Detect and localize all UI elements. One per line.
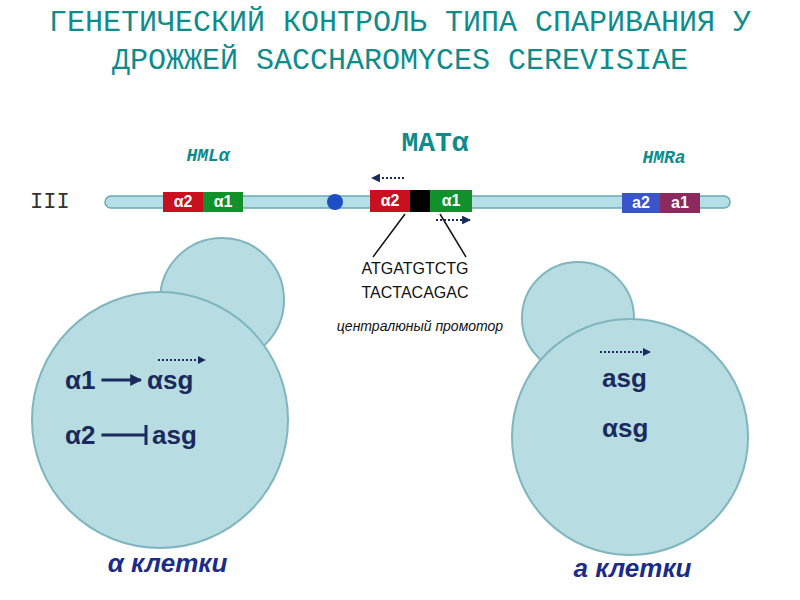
- connector-line: [101, 434, 146, 437]
- cell-body: [512, 319, 748, 555]
- gene-text: αsg: [600, 413, 650, 443]
- chromosome-number: III: [30, 190, 90, 215]
- gene-name: asg: [152, 420, 197, 450]
- gene-box: α1: [430, 190, 472, 212]
- gene-text: α2: [63, 420, 97, 450]
- locus-name: HMRa: [624, 148, 704, 168]
- gene-name: α2: [65, 420, 95, 450]
- cell-body: [32, 292, 288, 548]
- dna-sequence: ATGATGTCTG: [345, 260, 485, 278]
- dna-sequence: TACTACAGAC: [345, 284, 485, 302]
- transcription-arrow: [436, 219, 470, 221]
- gene-name: α1: [65, 365, 95, 395]
- yeast-cell: a клетки asg αsg: [505, 235, 760, 580]
- gene-box: a1: [660, 193, 700, 213]
- gene-text: αsg: [145, 365, 195, 395]
- connector-line: [101, 379, 141, 382]
- gene-box: α2: [163, 192, 203, 212]
- gene-label: α2: [174, 193, 193, 211]
- locus-name: MATα: [380, 128, 490, 159]
- gene-text: asg: [600, 363, 649, 393]
- diagram-title: ГЕНЕТИЧЕСКИЙ КОНТРОЛЬ ТИПА СПАРИВАНИЯ У …: [30, 4, 770, 80]
- locus-name: HMLα: [168, 146, 248, 166]
- gene-name: asg: [602, 363, 647, 393]
- gene-label: α2: [381, 192, 400, 210]
- connector: [101, 380, 141, 381]
- gene-text: asg: [150, 420, 199, 450]
- gene-box: α2: [370, 190, 410, 212]
- gene-name: αsg: [602, 413, 648, 443]
- transcription-arrow: [372, 177, 404, 179]
- yeast-cell: α клетки α1 αsg α2 asg: [25, 230, 310, 580]
- leader-line: [373, 214, 405, 257]
- centromere: [327, 194, 343, 210]
- gene-text: α1: [63, 365, 97, 395]
- gene-label: α1: [442, 192, 461, 210]
- gene-box: a2: [622, 193, 660, 213]
- gene-name: αsg: [147, 365, 193, 395]
- cell-outline: [505, 235, 760, 580]
- cell-heading: α клетки: [25, 548, 310, 578]
- gene-label: a1: [671, 194, 689, 212]
- cell-outline: [25, 230, 310, 580]
- central-promoter-block: [410, 190, 430, 212]
- cell-heading: a клетки: [505, 553, 760, 583]
- gene-box: α1: [203, 192, 243, 212]
- gene-label: a2: [632, 194, 650, 212]
- repression-bar: [145, 425, 148, 445]
- gene-label: α1: [214, 193, 233, 211]
- promoter-note: централюный промотор: [290, 318, 550, 334]
